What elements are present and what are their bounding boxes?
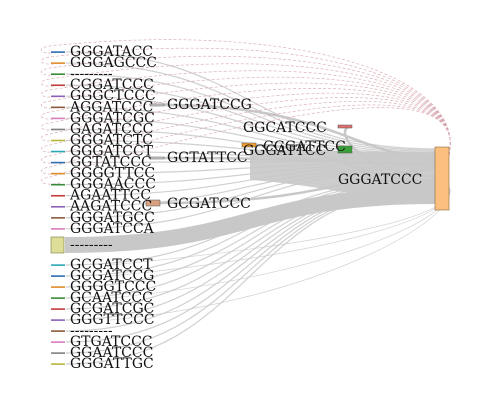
left-node-mark — [51, 217, 65, 219]
left-node-label: GAGATCCC — [70, 121, 153, 137]
left-node-label: CGGATCCC — [70, 77, 154, 93]
middle-node-label: GGGATCCG — [167, 97, 252, 113]
left-node-mark — [51, 363, 65, 365]
left-node-label: GGGATGCC — [70, 210, 155, 226]
left-node-mark — [51, 139, 65, 142]
left-node-label: --------- — [70, 237, 113, 253]
left-node-mark — [51, 194, 65, 197]
middle-link — [343, 125, 436, 178]
hub-node-label: GGGATCCC — [338, 172, 422, 188]
feedback-link — [40, 97, 451, 156]
left-node-label: GGGATCCT — [70, 143, 154, 159]
left-node-label: GGGATCTC — [70, 132, 153, 148]
link — [65, 187, 436, 365]
middle-node-mark — [241, 142, 257, 148]
left-node-mark — [51, 73, 65, 75]
hub-node-mark — [434, 146, 450, 211]
middle-node-mark — [149, 156, 165, 160]
left-node-mark — [51, 308, 65, 310]
left-node-mark — [51, 106, 65, 109]
middle-node-label: GCGATCCC — [167, 196, 251, 212]
links-layer — [64, 51, 436, 365]
left-node-label: GGGTTCCC — [70, 312, 155, 328]
feedback-link — [40, 88, 451, 156]
labels-layer: GGGATACCGGGAGCCC---------CGGATCCCGGGCTCC… — [69, 44, 422, 372]
middle-link — [163, 103, 436, 160]
left-node-mark — [51, 228, 65, 230]
middle-node-label: CGGATTCC — [263, 139, 346, 155]
middle-link — [159, 168, 436, 205]
left-node-mark — [50, 236, 65, 254]
left-node-label: GCGATCGC — [70, 301, 154, 317]
left-node-mark — [51, 297, 65, 299]
link — [65, 186, 436, 354]
left-node-mark — [51, 183, 65, 186]
left-node-mark — [51, 352, 65, 354]
left-node-mark — [51, 62, 65, 64]
feedback-link — [40, 70, 451, 156]
left-node-label: GGGCTCCC — [70, 88, 156, 104]
left-node-label: GGGGTTCC — [70, 166, 155, 182]
left-node-mark — [51, 275, 65, 277]
middle-link — [163, 156, 436, 166]
feedback-link — [40, 107, 451, 185]
link — [64, 188, 436, 253]
left-node-label: AAGATCCC — [69, 199, 152, 215]
left-node-mark — [51, 341, 65, 343]
nodes-layer — [50, 51, 450, 365]
left-node-mark — [51, 84, 65, 87]
left-node-mark — [51, 128, 65, 131]
left-node-label: GTGATCCC — [70, 334, 153, 350]
middle-link — [255, 143, 436, 184]
left-node-label: GCAATCCC — [70, 290, 153, 306]
left-node-label: GGTATCCC — [70, 155, 152, 171]
left-node-label: GGGATTGC — [70, 356, 154, 372]
left-node-mark — [51, 51, 65, 53]
left-node-mark — [51, 117, 65, 120]
left-node-mark — [51, 286, 65, 288]
link — [65, 62, 436, 151]
left-node-mark — [51, 319, 65, 321]
left-node-label: GGGGTCCC — [70, 279, 156, 295]
left-node-label: GGAATCCC — [70, 345, 153, 361]
left-node-label: --------- — [70, 323, 113, 339]
left-node-label: AGGATCCC — [69, 99, 153, 115]
left-node-mark — [51, 264, 65, 266]
middle-node-label: GGCATCCC — [243, 120, 327, 136]
middle-node-mark — [149, 103, 165, 107]
middle-node-mark — [337, 124, 353, 129]
feedback-link — [40, 101, 451, 164]
middle-node-label: GGGATTCC — [243, 143, 326, 159]
feedback-link — [40, 39, 451, 156]
feedback-link — [40, 76, 451, 156]
feedback-link — [40, 55, 451, 156]
left-node-label: GGGAGCCC — [70, 55, 157, 71]
middle-node-mark — [145, 199, 161, 207]
feedback-link — [40, 92, 451, 156]
left-node-mark — [51, 95, 65, 98]
feedback-link — [40, 63, 451, 156]
left-node-label: GGGATACC — [70, 44, 153, 60]
left-node-label: GGGATCGC — [70, 110, 155, 126]
left-node-label: GCGATCCG — [70, 268, 154, 284]
feedback-link — [40, 104, 451, 175]
left-node-label: GGGAACCC — [70, 177, 156, 193]
left-node-mark — [51, 161, 65, 164]
left-node-mark — [51, 150, 65, 153]
left-node-label: GCGATCCT — [70, 257, 153, 273]
left-node-label: AGAATTCC — [69, 188, 151, 204]
left-node-label: --------- — [70, 66, 113, 82]
link — [65, 73, 436, 152]
left-node-mark — [51, 172, 65, 175]
middle-node-label: GGTATTCC — [167, 150, 248, 166]
middle-node-mark — [337, 145, 353, 154]
left-node-label: GGGATCCA — [70, 221, 155, 237]
left-node-mark — [51, 330, 65, 332]
left-node-mark — [51, 206, 65, 208]
